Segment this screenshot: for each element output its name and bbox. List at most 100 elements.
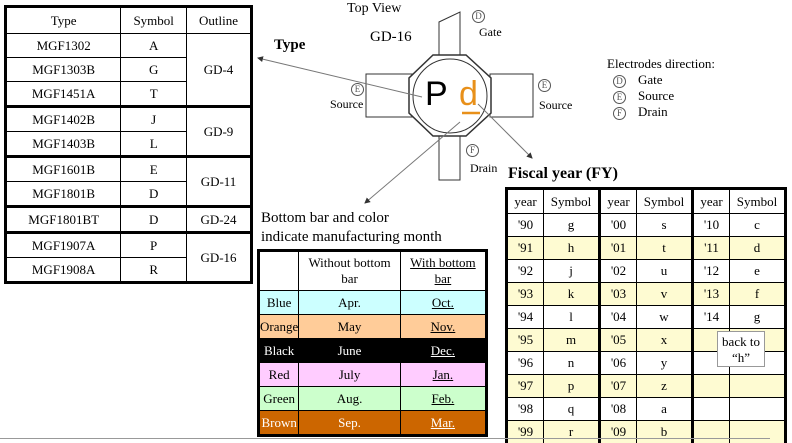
with-bar-cell: Feb.: [399, 386, 488, 411]
outline-cell: GD-9: [186, 105, 252, 157]
gate-mark-icon: D: [472, 10, 485, 23]
symbol-cell: k: [543, 282, 600, 306]
electrode-mark-icon: E: [613, 91, 626, 104]
symbol-cell: c: [729, 213, 786, 237]
symbol-cell: h: [543, 236, 600, 260]
year-cell: '10: [691, 213, 730, 237]
year-cell: '00: [598, 213, 637, 237]
with-bar-cell: Mar.: [399, 410, 488, 436]
symbol-cell: [729, 397, 786, 421]
symbol-cell: y: [636, 351, 693, 375]
color-cell: Red: [257, 362, 300, 387]
drain-label: Drain: [470, 161, 498, 175]
outline-cell: GD-4: [186, 33, 252, 107]
symbol-cell: t: [636, 236, 693, 260]
symbol-cell: x: [636, 328, 693, 352]
header-symbol: Symbol: [120, 6, 188, 34]
symbol-cell: l: [543, 305, 600, 329]
month-caption: Bottom bar and color indicate manufactur…: [261, 209, 442, 247]
symbol-cell: P: [120, 231, 188, 258]
type-arrow-label: Type: [274, 37, 306, 53]
year-cell: '09: [598, 420, 637, 443]
marking-year-letter: d: [459, 75, 478, 113]
marking-type-letter: P: [425, 75, 448, 113]
year-cell: '11: [691, 236, 730, 260]
symbol-cell: R: [120, 257, 188, 283]
color-cell: Blue: [257, 290, 300, 315]
symbol-cell: w: [636, 305, 693, 329]
with-bar-cell: Dec.: [399, 338, 488, 363]
type-cell: MGF1907A: [4, 231, 122, 258]
symbol-cell: r: [543, 420, 600, 443]
year-cell: [691, 397, 730, 421]
header-symbol: Symbol: [543, 188, 600, 214]
header-outline: Outline: [186, 6, 252, 34]
year-cell: '93: [506, 282, 544, 306]
month-caption-line1: Bottom bar and color: [261, 210, 389, 226]
with-bar-cell: Oct.: [399, 290, 488, 315]
symbol-cell: f: [729, 282, 786, 306]
year-cell: '08: [598, 397, 637, 421]
type-cell: MGF1403B: [4, 131, 122, 157]
without-bar-cell: Sep.: [298, 410, 401, 436]
gate-label: Gate: [479, 25, 502, 39]
package-label: GD-16: [370, 29, 412, 45]
header-with-bar: With bottom bar: [399, 250, 488, 291]
package-circle: [412, 58, 488, 134]
type-cell: MGF1402B: [4, 105, 122, 132]
header-symbol: Symbol: [729, 188, 786, 214]
symbol-cell: j: [543, 259, 600, 283]
year-cell: '94: [506, 305, 544, 329]
without-bar-cell: June: [298, 338, 401, 363]
year-cell: '96: [506, 351, 544, 375]
electrode-label: Drain: [638, 104, 668, 119]
header-symbol: Symbol: [636, 188, 693, 214]
year-cell: '14: [691, 305, 730, 329]
year-cell: '07: [598, 374, 637, 398]
header-color: [257, 250, 300, 291]
without-bar-cell: July: [298, 362, 401, 387]
top-view-label: Top View: [347, 1, 402, 16]
year-cell: '98: [506, 397, 544, 421]
symbol-cell: q: [543, 397, 600, 421]
symbol-cell: u: [636, 259, 693, 283]
color-cell: Brown: [257, 410, 300, 436]
header-year: year: [691, 188, 730, 214]
year-cell: '99: [506, 420, 544, 443]
type-cell: MGF1908A: [4, 257, 122, 283]
source-right-lead: [489, 73, 534, 118]
year-cell: '02: [598, 259, 637, 283]
symbol-cell: L: [120, 131, 188, 157]
bottom-divider: [0, 438, 770, 439]
header-year: year: [598, 188, 637, 214]
year-cell: '06: [598, 351, 637, 375]
year-cell: [691, 374, 730, 398]
type-cell: MGF1303B: [4, 57, 122, 82]
source-right-label: Source: [539, 98, 573, 112]
color-cell: Orange: [257, 314, 300, 339]
